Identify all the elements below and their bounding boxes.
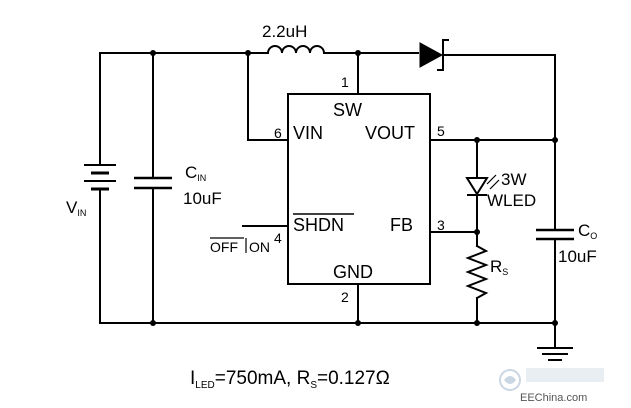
pin-label-shdn: SHDN (293, 215, 344, 235)
junction-dot (474, 137, 480, 143)
wire-diode-out (442, 54, 556, 141)
off-on-on: ON (249, 239, 270, 255)
cin-value: 10uF (183, 189, 222, 208)
wled-type: WLED (487, 191, 536, 210)
pin-label-gnd: GND (333, 262, 373, 282)
pin-label-sw: SW (333, 100, 362, 120)
junction-dot (150, 50, 156, 56)
vin-source-label: VIN (66, 198, 86, 218)
rs-symbol (465, 244, 489, 300)
junction-dot (245, 50, 251, 56)
wled-ray-2 (489, 179, 500, 190)
co-label: CO (578, 221, 597, 241)
formula-caption: ILED=750mA, RS=0.127Ω (190, 368, 390, 391)
pin-number-3: 3 (437, 217, 445, 233)
off-on-off: OFF (210, 239, 238, 255)
junction-dot (355, 320, 361, 326)
junction-dot (552, 137, 558, 143)
junction-dot (474, 320, 480, 326)
pin-label-fb: FB (390, 215, 413, 235)
pin-label-vout: VOUT (365, 123, 415, 143)
pin-number-5: 5 (437, 123, 445, 139)
wire-vin-pin (247, 52, 289, 141)
junction-dot (552, 320, 558, 326)
cin-label: CIN (185, 163, 206, 183)
wled-power: 3W (501, 170, 527, 189)
ic-body (287, 93, 431, 285)
inductor-symbol (266, 45, 326, 55)
wled-symbol (465, 177, 489, 196)
junction-dot (150, 320, 156, 326)
watermark-site: EEChina.com (520, 392, 587, 404)
pin-label-vin: VIN (293, 123, 323, 143)
junction-dot (355, 50, 361, 56)
co-value: 10uF (558, 247, 597, 266)
junction-dot (474, 229, 480, 235)
inductor-label: 2.2uH (262, 22, 307, 41)
wled-ray-1 (486, 174, 497, 185)
pin-number-1: 1 (341, 74, 349, 90)
rs-label: RS (490, 257, 508, 277)
watermark-logo (499, 368, 604, 391)
pin-number-2: 2 (341, 289, 349, 305)
pin-number-4: 4 (274, 230, 282, 246)
pin-number-6: 6 (274, 125, 282, 141)
schottky-diode-symbol (419, 42, 444, 68)
